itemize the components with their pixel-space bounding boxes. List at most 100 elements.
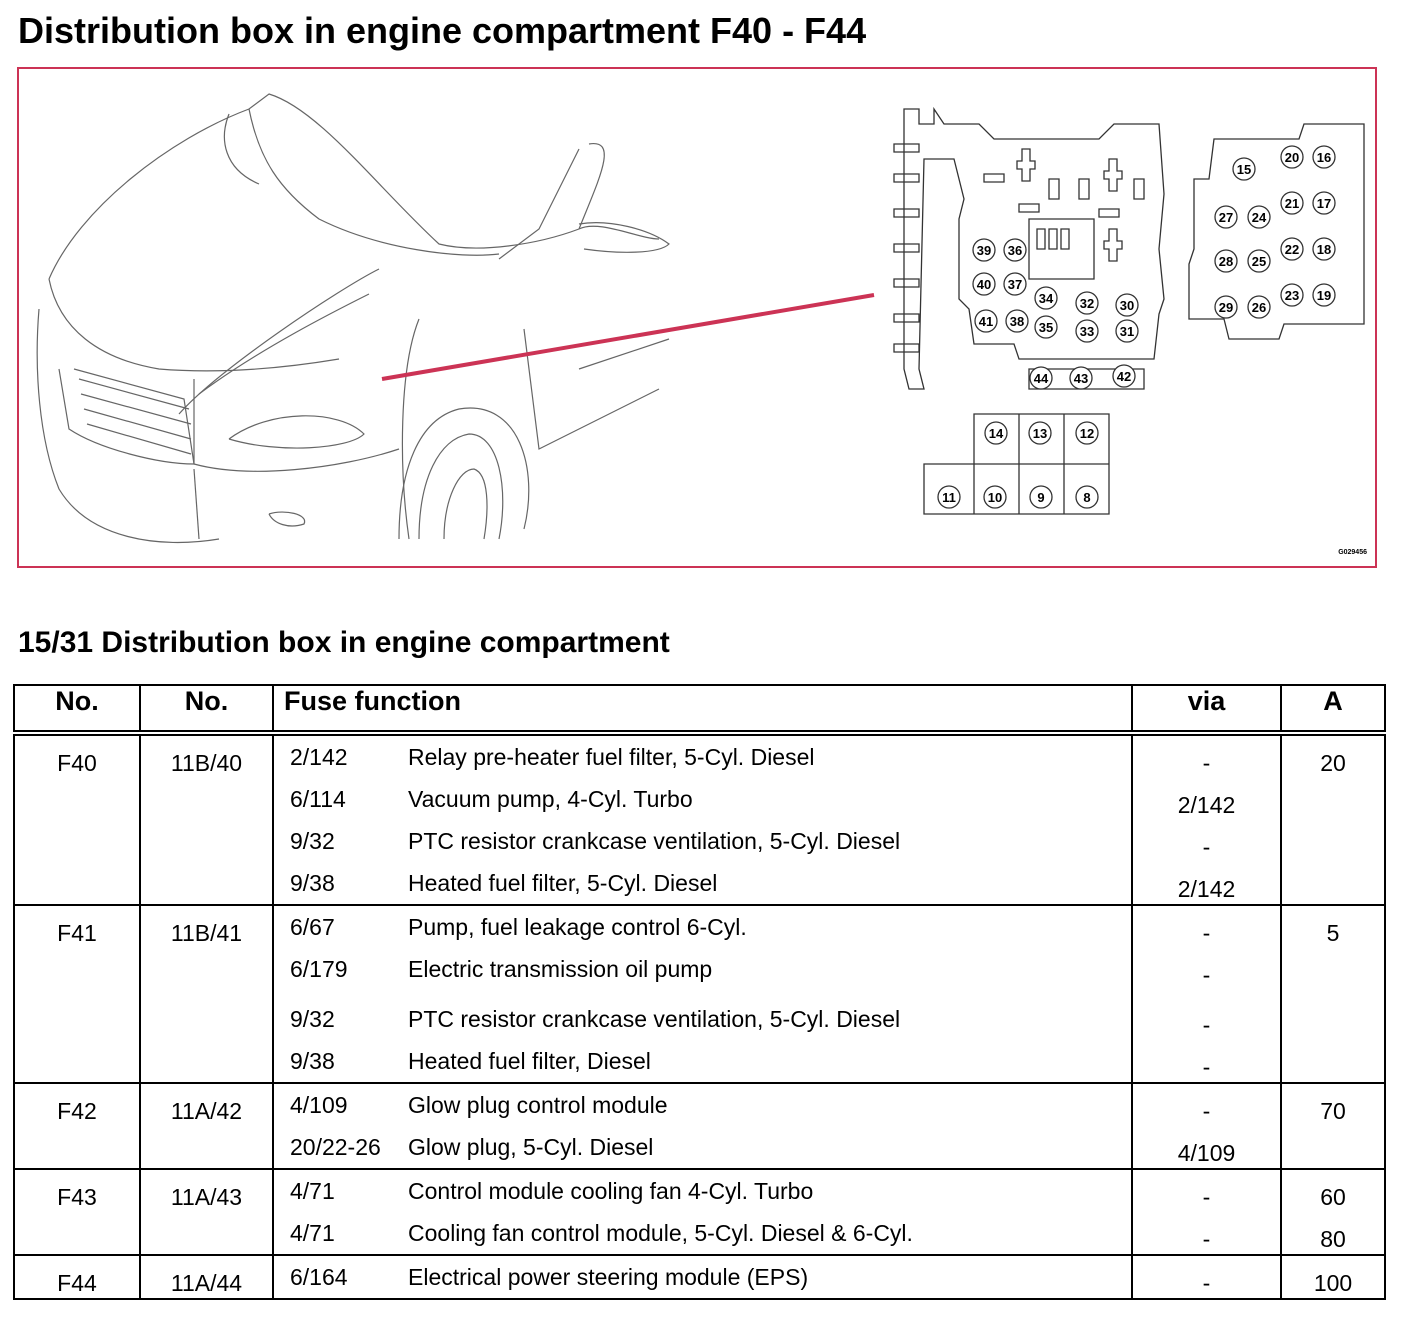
amp-value: 70 (1320, 1098, 1346, 1124)
function-description: Glow plug, 5-Cyl. Diesel (408, 1134, 654, 1160)
fuse-marker-label: 25 (1252, 254, 1266, 269)
fuse-marker-circle (1312, 283, 1336, 307)
fuse-marker-label: 31 (1120, 324, 1134, 339)
function-code: 6/114 (290, 786, 346, 812)
fuse-no-value: F44 (57, 1270, 97, 1296)
fuse-marker-label: 33 (1080, 324, 1094, 339)
fuse-no-value: F41 (57, 920, 97, 946)
fuse-marker-circle (972, 238, 996, 262)
fuse-marker-label: 12 (1080, 426, 1094, 441)
via-value: - (1202, 1012, 1211, 1038)
section-title: 15/31 Distribution box in engine compart… (18, 626, 670, 659)
via-value: 2/142 (1177, 876, 1236, 902)
fuse-marker-circle (1214, 205, 1238, 229)
cell-amp: 70 (1280, 1083, 1386, 1170)
cell-via: ---- (1131, 905, 1282, 1084)
function-description: Electrical power steering module (EPS) (408, 1264, 809, 1290)
header-fuse-function: Fuse function (272, 684, 1133, 736)
header-no-2: No. (139, 684, 274, 736)
fuse-marker-label: 16 (1317, 150, 1331, 165)
fuse-marker-circle (974, 309, 998, 333)
via-value: 4/109 (1177, 1140, 1236, 1166)
amp-value (1282, 1046, 1384, 1088)
via-value: - (1202, 834, 1211, 860)
fuse-marker-label: 9 (1037, 490, 1044, 505)
cell-fuse-no: F43 (13, 1169, 141, 1256)
fuse-marker-label: 35 (1039, 320, 1053, 335)
via-value: 2/142 (1177, 792, 1236, 818)
fuse-marker-label: 41 (979, 314, 993, 329)
function-code: 4/109 (290, 1092, 348, 1118)
fuse-marker-circle (1075, 319, 1099, 343)
table-header-row: No. No. Fuse function via A (13, 684, 1386, 736)
cell-via: - 4/109 (1131, 1083, 1282, 1170)
fuse-marker-label: 18 (1317, 242, 1331, 257)
fuse-marker-label: 21 (1285, 196, 1299, 211)
fuse-marker-circle (1005, 309, 1029, 333)
fuse-marker-label: 38 (1010, 314, 1024, 329)
fuse-marker-label: 24 (1252, 210, 1267, 225)
amp-value (1282, 1004, 1384, 1046)
function-line: 2/142 Relay pre-heater fuel filter, 5-Cyl… (274, 736, 1131, 778)
fuse-marker-label: 29 (1219, 300, 1233, 315)
via-value: - (1202, 1270, 1211, 1296)
function-description: Relay pre-heater fuel filter, 5-Cyl. Die… (408, 744, 815, 770)
via-value: - (1202, 920, 1211, 946)
function-description: Cooling fan control module, 5-Cyl. Diese… (408, 1220, 913, 1246)
cell-amp: 5 (1280, 905, 1386, 1084)
function-description: Heated fuel filter, Diesel (408, 1048, 651, 1074)
amp-value (1282, 868, 1384, 910)
fuse-marker-label: 30 (1120, 298, 1134, 313)
amp-value: 80 (1320, 1226, 1346, 1252)
function-code: 9/32 (290, 828, 335, 854)
fuse-marker-label: 39 (977, 243, 991, 258)
function-code: 9/32 (290, 1006, 335, 1032)
cell-amp: 100 (1280, 1255, 1386, 1300)
fuse-marker-label: 22 (1285, 242, 1299, 257)
via-value: - (1202, 750, 1211, 776)
function-code: 6/179 (290, 956, 348, 982)
fuse-marker-label: 20 (1285, 150, 1299, 165)
cell-via: - (1131, 1255, 1282, 1300)
fuse-marker-label: 34 (1039, 291, 1054, 306)
fuse-no-value: F43 (57, 1184, 97, 1210)
function-code: 6/164 (290, 1264, 348, 1290)
fuse-marker-label: 28 (1219, 254, 1233, 269)
fuse-marker-label: 17 (1317, 196, 1331, 211)
fuse-marker-label: 10 (988, 490, 1002, 505)
function-description: Vacuum pump, 4-Cyl. Turbo (408, 786, 693, 812)
cell-fuse-no: F42 (13, 1083, 141, 1170)
fuse-marker-circle (1115, 319, 1139, 343)
fuse-marker-circle (1312, 191, 1336, 215)
fuse-marker-circle (1280, 145, 1304, 169)
fuse-marker-circle (1075, 485, 1099, 509)
cell-connector-no: 11A/44 (139, 1255, 274, 1300)
via-value: - (1202, 1098, 1211, 1124)
cell-connector-no: 11B/40 (139, 733, 274, 906)
function-code: 2/142 (290, 744, 348, 770)
function-description: Electric transmission oil pump (408, 956, 713, 982)
fuse-marker-label: 32 (1080, 296, 1094, 311)
fusebox-outline (893, 106, 1365, 515)
fuse-marker-circle (1003, 272, 1027, 296)
header-via: via (1131, 684, 1282, 736)
fuse-marker-circle (1003, 238, 1027, 262)
via-value: - (1202, 1226, 1211, 1252)
cell-via: -- (1131, 1169, 1282, 1256)
fuse-marker-circle (1280, 191, 1304, 215)
connector-no-value: 11A/43 (170, 1184, 243, 1210)
cell-fuse-function: 6/164 Electrical power steering module (E… (272, 1255, 1133, 1300)
pointer-line (381, 293, 875, 381)
fuse-marker-circle (1214, 295, 1238, 319)
fuse-marker-label: 36 (1008, 243, 1022, 258)
function-description: Control module cooling fan 4-Cyl. Turbo (408, 1178, 814, 1204)
cell-connector-no: 11B/41 (139, 905, 274, 1084)
